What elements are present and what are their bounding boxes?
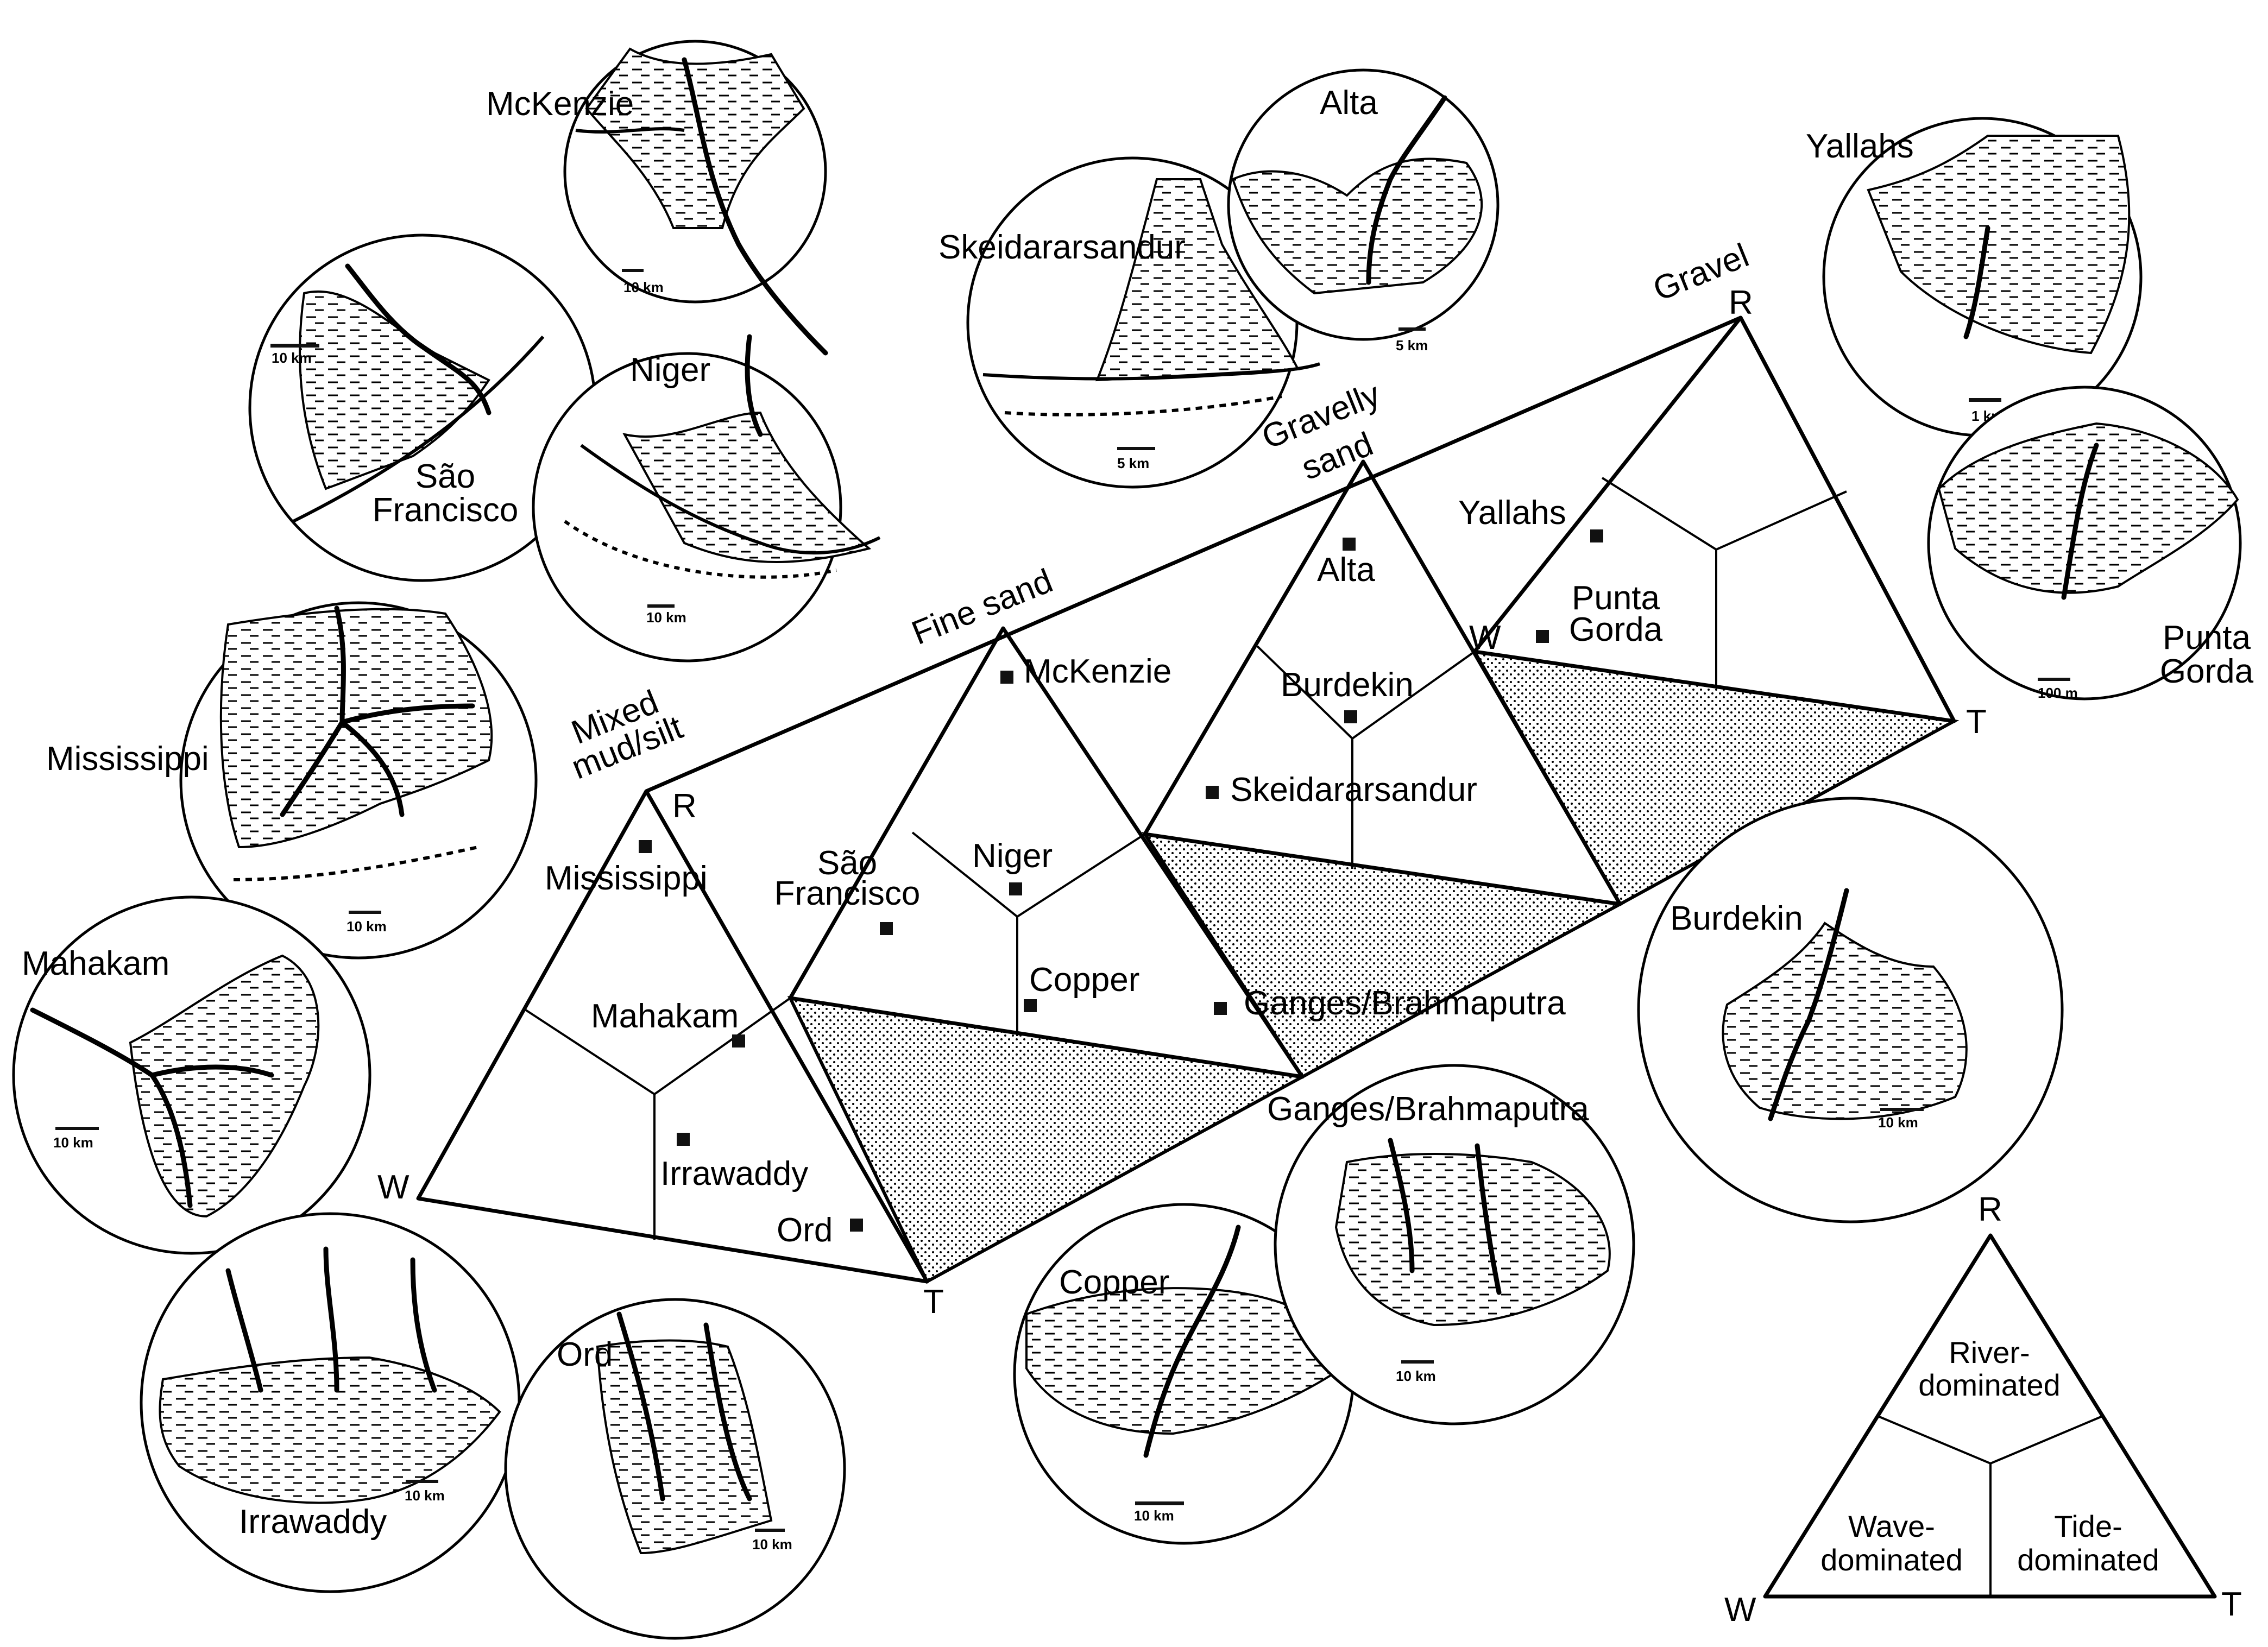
delta-label-burdekin: Burdekin [1281, 666, 1414, 704]
legend-vertex-t: T [2221, 1586, 2242, 1623]
delta-label-alta: Alta [1317, 551, 1375, 589]
triangle-gravel [1472, 315, 1956, 723]
marker-mahakam [732, 1034, 745, 1047]
vertex-r-gravel: R [1729, 284, 1753, 321]
marker-irrawaddy [677, 1133, 690, 1146]
vertex-w-gravel: W [1469, 619, 1501, 657]
delta-label-copper: Copper [1029, 961, 1139, 999]
map-scale-alta: 5 km [1396, 337, 1428, 354]
map-ord: Ord 10 km [504, 1298, 846, 1640]
triangle-mud-silt [416, 789, 929, 1284]
map-scale-ord: 10 km [752, 1536, 792, 1553]
map-scale-skeidararsandur: 5 km [1117, 455, 1149, 471]
marker-mississippi [639, 840, 652, 853]
map-title-yallahs: Yallahs [1806, 128, 1914, 165]
map-alta: Alta 5 km [1227, 68, 1500, 354]
marker-yallahs [1590, 529, 1603, 542]
map-title-copper: Copper [1059, 1264, 1169, 1301]
map-scale-copper: 10 km [1134, 1507, 1174, 1524]
legend-vertex-r: R [1978, 1191, 2002, 1228]
map-scale-niger: 10 km [646, 609, 686, 626]
marker-copper [1024, 999, 1037, 1012]
delta-label-mississippi: Mississippi [545, 860, 708, 897]
triangle-fine-sand [788, 626, 1305, 1079]
legend-tide-dominated: Tide-dominated [2017, 1509, 2159, 1577]
legend-wave-dominated: Wave-dominated [1820, 1509, 1963, 1577]
map-title-skeidararsandur: Skeidararsandur [938, 229, 1186, 266]
map-niger: Niger 10 km [532, 334, 881, 662]
map-mahakam: Mahakam 10 km [12, 895, 371, 1255]
map-copper: Copper 10 km [1013, 1203, 1355, 1545]
map-scale-irrawaddy: 10 km [405, 1487, 445, 1504]
legend-triangle: R W T River-dominated Wave-dominated Tid… [1724, 1191, 2242, 1629]
marker-niger [1009, 882, 1022, 895]
map-scale-punta-gorda: 100 m [2038, 685, 2078, 701]
map-scale-mississippi: 10 km [346, 918, 387, 935]
marker-burdekin [1344, 710, 1357, 723]
map-skeidararsandur: Skeidararsandur 5 km [938, 156, 1320, 489]
map-title-irrawaddy: Irrawaddy [239, 1503, 387, 1541]
map-mckenzie: McKenzie 10 km [486, 40, 828, 356]
marker-sao-francisco [880, 922, 893, 935]
triangle-gravelly-sand [1143, 459, 1622, 906]
vertex-t-gravel: T [1966, 703, 1987, 741]
delta-label-irrawaddy: Irrawaddy [660, 1155, 808, 1192]
delta-label-ganges: Ganges/Brahmaputra [1244, 985, 1566, 1022]
map-irrawaddy: Irrawaddy 10 km [140, 1212, 521, 1593]
map-scale-mahakam: 10 km [53, 1134, 93, 1151]
marker-skeidararsandur [1206, 786, 1219, 799]
delta-markers [639, 529, 1603, 1232]
map-title-mckenzie: McKenzie [486, 85, 634, 123]
map-title-niger: Niger [630, 351, 710, 389]
map-scale-sao-francisco: 10 km [272, 350, 312, 366]
vertex-r-mud: R [672, 787, 697, 825]
map-title-alta: Alta [1320, 84, 1378, 122]
marker-ord [850, 1219, 863, 1232]
triangle-gravel-divider [1601, 477, 1847, 551]
map-burdekin: Burdekin 10 km [1637, 797, 2064, 1223]
marker-mckenzie [1000, 671, 1013, 684]
marker-alta [1343, 538, 1356, 551]
map-yallahs: Yallahs 1 km [1806, 117, 2143, 437]
map-title-burdekin: Burdekin [1670, 900, 1803, 937]
map-title-mahakam: Mahakam [22, 945, 169, 982]
map-title-ord: Ord [557, 1336, 613, 1373]
delta-label-niger: Niger [972, 837, 1053, 875]
legend-vertex-w: W [1724, 1591, 1756, 1629]
delta-label-skeidararsandur: Skeidararsandur [1230, 771, 1477, 809]
delta-label-yallahs: Yallahs [1458, 494, 1566, 532]
vertex-t-mud: T [923, 1283, 944, 1321]
map-scale-mckenzie: 10 km [623, 279, 664, 295]
map-title-mississippi: Mississippi [46, 740, 209, 778]
delta-label-ord: Ord [777, 1211, 833, 1249]
delta-label-mahakam: Mahakam [591, 998, 739, 1035]
legend-river-dominated: River-dominated [1918, 1335, 2061, 1402]
marker-ganges [1214, 1002, 1227, 1015]
vertex-w-mud: W [377, 1169, 410, 1206]
map-scale-burdekin: 10 km [1878, 1114, 1918, 1131]
delta-label-mckenzie: McKenzie [1024, 653, 1171, 690]
grain-label-fine: Fine sand [906, 562, 1057, 652]
map-scale-ganges-brahmaputra: 10 km [1396, 1368, 1436, 1384]
grain-label-mixed: Mixedmud/silt [554, 678, 688, 787]
map-mississippi: Mississippi 10 km [46, 601, 538, 960]
map-title-ganges-brahmaputra: Ganges/Brahmaputra [1267, 1090, 1589, 1128]
map-ganges-brahmaputra: Ganges/Brahmaputra 10 km [1267, 1064, 1635, 1425]
marker-punta-gorda [1536, 630, 1549, 643]
